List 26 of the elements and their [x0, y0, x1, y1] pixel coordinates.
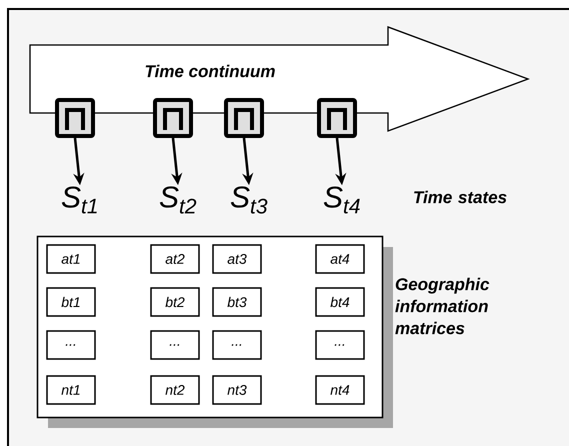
time-marker: [224, 98, 264, 138]
matrix-cell: bt3: [212, 287, 262, 317]
matrix-cell: nt4: [315, 375, 365, 405]
matrix-cell: at4: [315, 244, 365, 274]
matrix-cell: nt3: [212, 375, 262, 405]
matrix-cell: ...: [212, 330, 262, 360]
matrix-cell: ...: [315, 330, 365, 360]
matrix-cell: ...: [46, 330, 96, 360]
state-label: S$_{t3}$: [230, 186, 268, 214]
matrix-cell: nt2: [150, 375, 200, 405]
time-marker: [55, 98, 95, 138]
time-marker: [153, 98, 193, 138]
caption-text: Geographic information matrices: [395, 278, 490, 334]
matrix-cell: nt1: [46, 375, 96, 405]
matrix-cell: at3: [212, 244, 262, 274]
matrix-cell: bt1: [46, 287, 96, 317]
matrix-cell: bt4: [315, 287, 365, 317]
matrix-cell: ...: [150, 330, 200, 360]
matrix-cell: at2: [150, 244, 200, 274]
state-label: S$_{t2}$: [160, 186, 196, 214]
time-marker: [317, 98, 357, 138]
state-label: S$_{t4}$: [324, 186, 360, 214]
caption-text: Time states: [414, 190, 506, 204]
matrix-cell: at1: [46, 244, 96, 274]
state-label: S$_{t1}$: [62, 186, 97, 214]
matrix-cell: bt2: [150, 287, 200, 317]
